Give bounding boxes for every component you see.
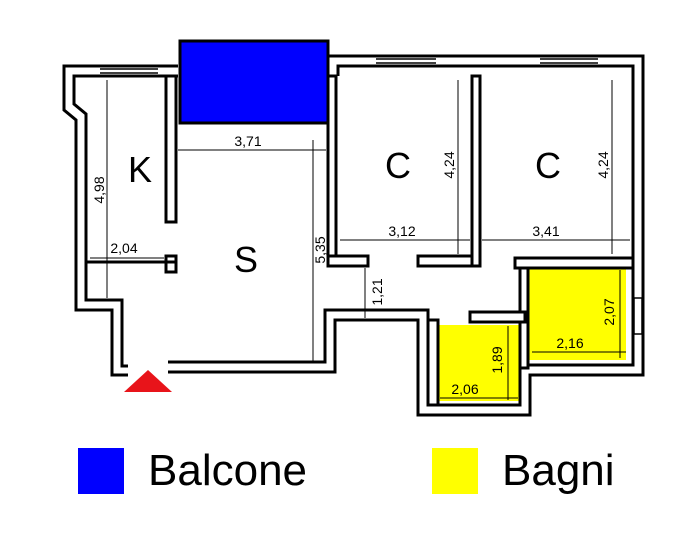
dim-bath2-depth: 2,07: [601, 298, 617, 325]
windows: [100, 58, 643, 335]
balcony-area: [178, 39, 330, 125]
outer-walls: [62, 54, 645, 417]
dim-bath1-width: 2,06: [451, 381, 478, 397]
dim-bedroom2-depth: 4,24: [595, 151, 611, 178]
dim-bedroom1-depth: 4,24: [441, 151, 457, 178]
bedroom2-label: C: [535, 145, 561, 186]
interior-walls: [86, 74, 635, 407]
legend-balcony: Balcone: [78, 448, 307, 494]
bathroom-swatch: [432, 448, 478, 494]
entrance-marker: [124, 370, 172, 392]
dim-living-depth: 5,35: [312, 236, 328, 263]
dim-bedroom1-width: 3,12: [388, 223, 415, 239]
dim-living-width: 3,71: [234, 133, 261, 149]
dim-bath1-depth: 1,89: [489, 346, 505, 373]
bathroom-area-2: [528, 268, 626, 360]
dimension-lines: [90, 80, 630, 400]
balcony-legend-label: Balcone: [148, 446, 308, 495]
balcony-swatch: [78, 448, 124, 494]
dim-kitchen-width: 2,04: [110, 240, 137, 256]
kitchen-label: K: [128, 149, 152, 190]
legend-bathroom: Bagni: [432, 448, 615, 494]
bedroom1-label: C: [385, 145, 411, 186]
dim-hall-depth: 1,21: [369, 278, 385, 305]
dim-bedroom2-width: 3,41: [532, 223, 559, 239]
dim-kitchen-depth: 4,98: [91, 176, 107, 203]
living-label: S: [234, 239, 258, 280]
dim-bath2-width: 2,16: [556, 335, 583, 351]
bathroom-area-1: [437, 325, 519, 401]
bathroom-legend-label: Bagni: [502, 446, 615, 495]
